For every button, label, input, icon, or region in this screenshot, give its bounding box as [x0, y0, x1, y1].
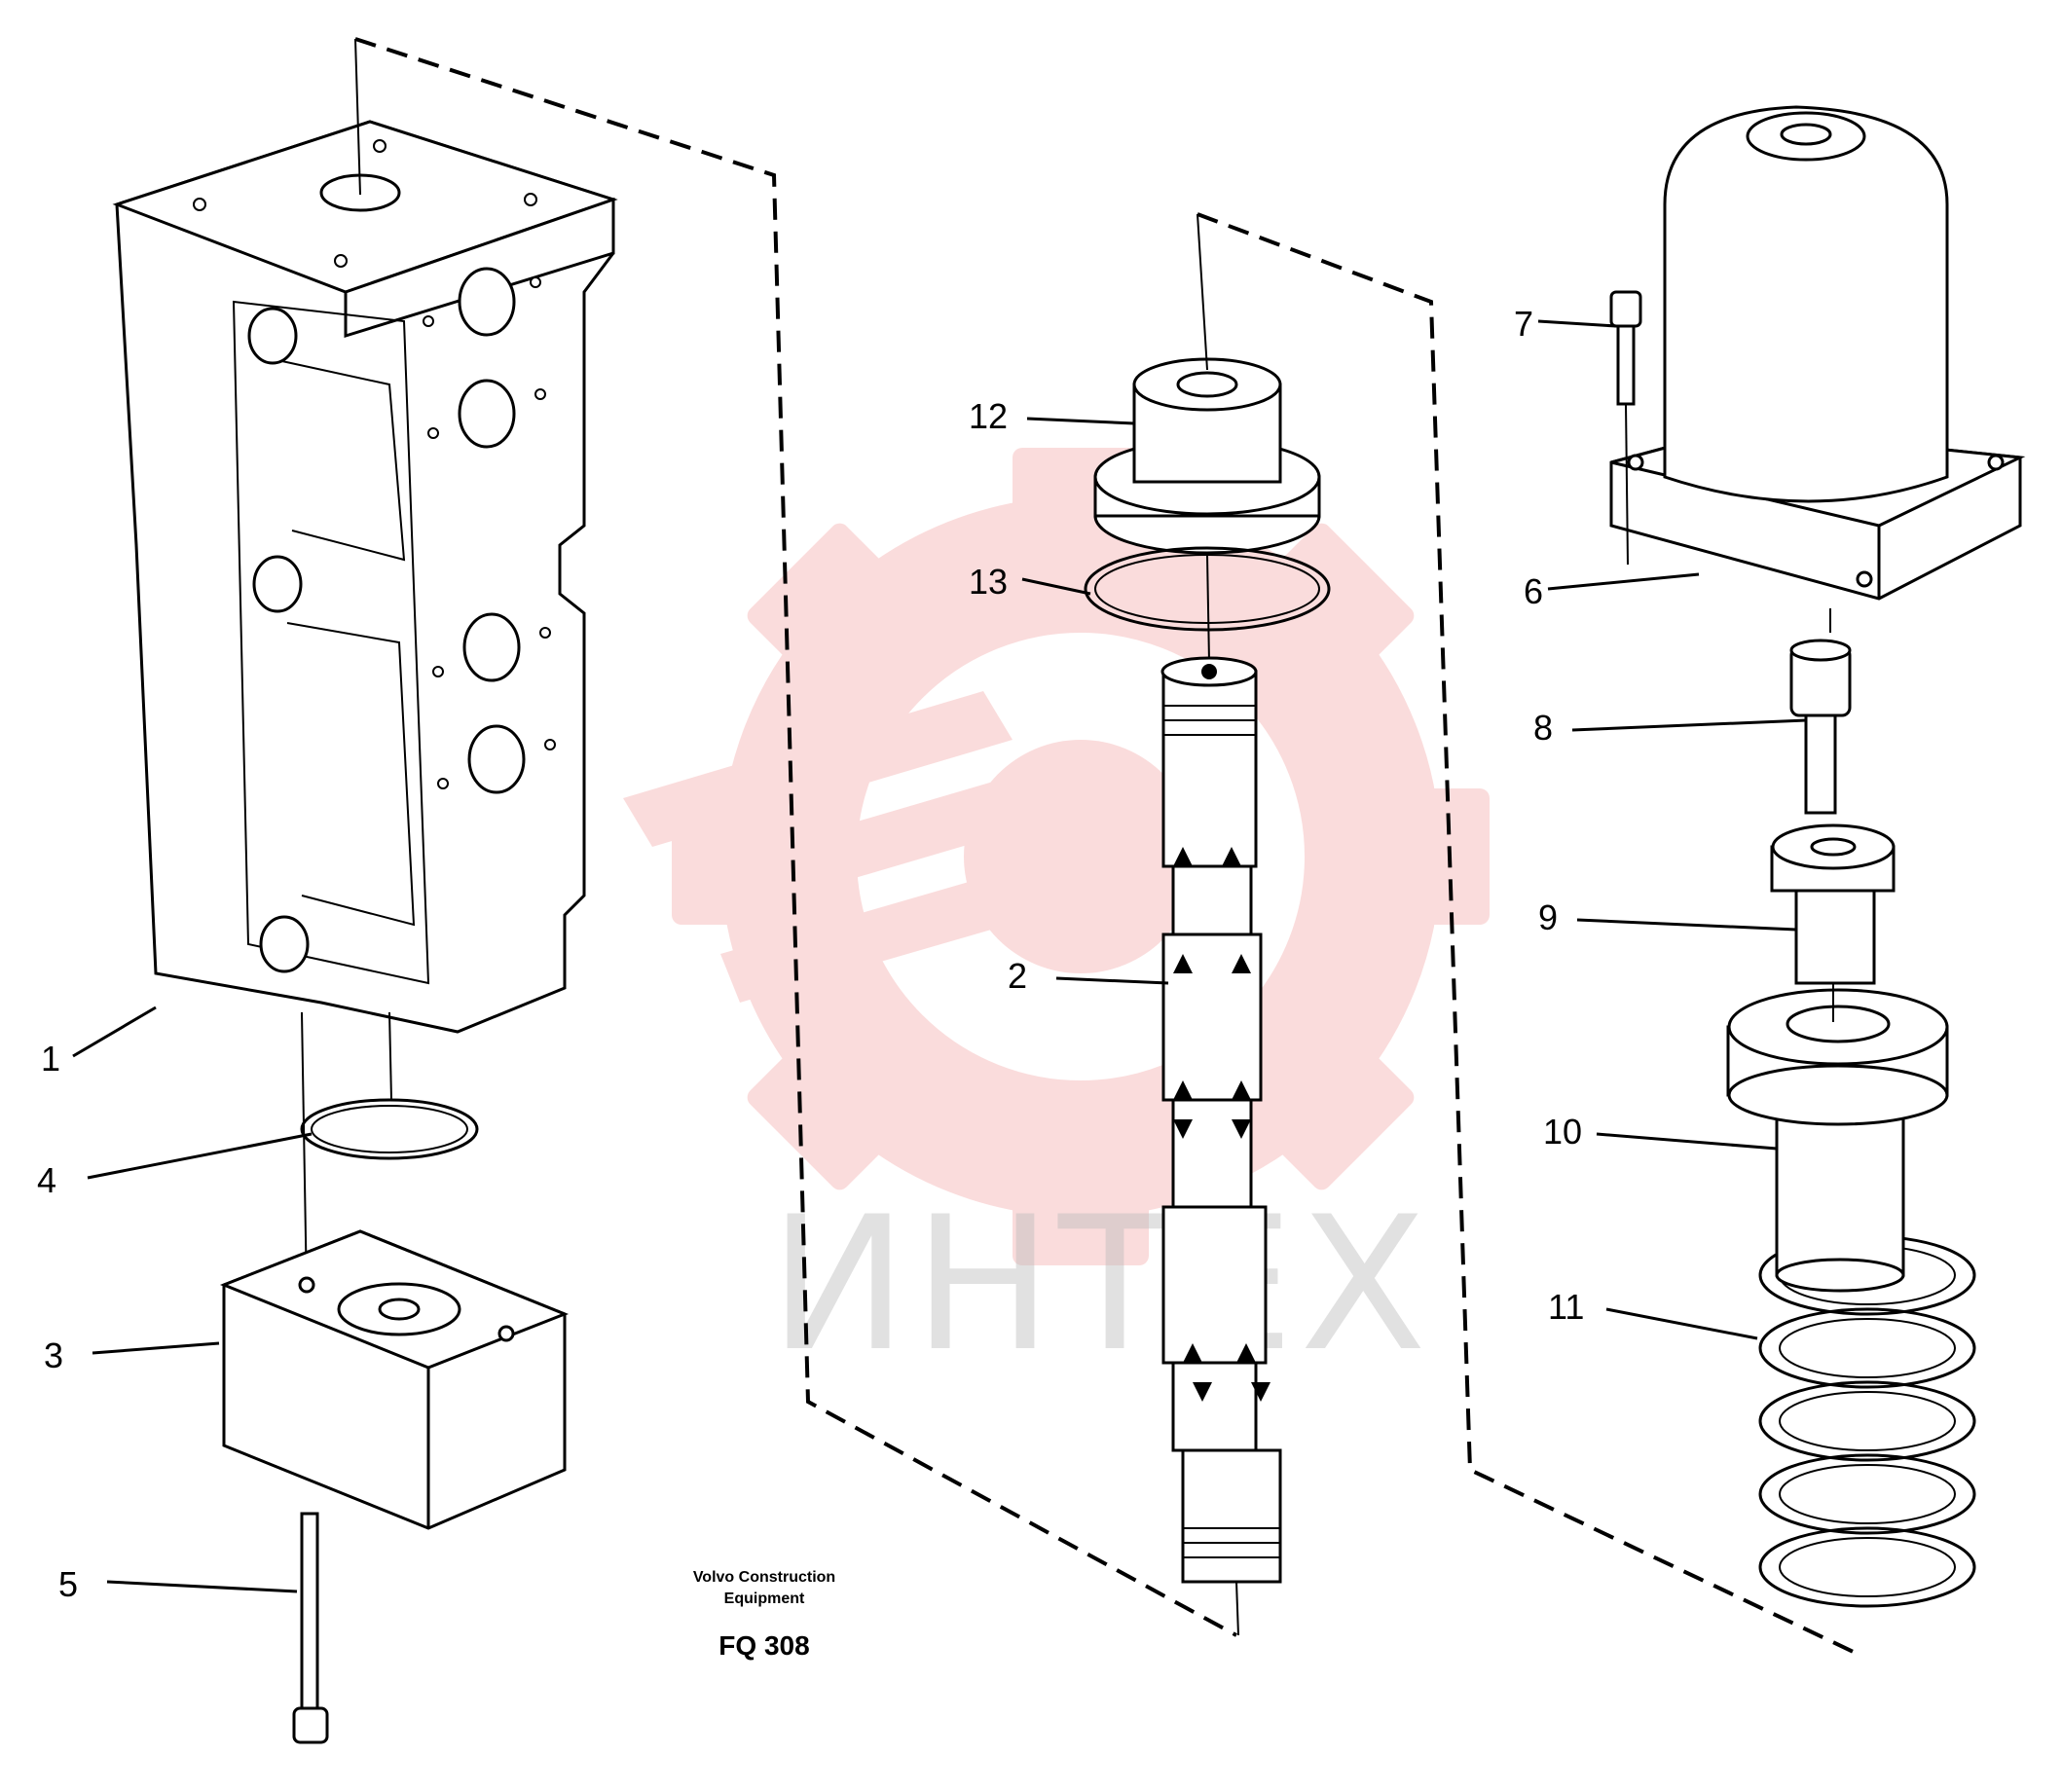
part-7-screw [1609, 290, 1642, 406]
part-12-sleeve [1093, 357, 1321, 555]
part-1-valve-housing [112, 120, 618, 1034]
label-part-12: 12 [969, 396, 1008, 436]
watermark-gear-logo [623, 448, 1490, 1265]
label-part-5: 5 [58, 1564, 78, 1604]
label-part-13: 13 [969, 562, 1008, 602]
dashed-envelope-right [1197, 212, 1860, 1657]
axis-line-screw [1625, 403, 1629, 566]
part-2-spool [1160, 656, 1282, 1584]
part-6-cap [1609, 105, 2026, 601]
axis-line-mid [388, 1011, 392, 1101]
axis-line-left [301, 1011, 308, 1296]
label-part-1: 1 [41, 1039, 60, 1079]
part-10-spring-seat [1726, 988, 1949, 1293]
part-8-bolt [1789, 639, 1852, 815]
label-part-4: 4 [37, 1160, 56, 1200]
axis-line-center-top [1197, 213, 1208, 371]
part-11-spring [1758, 1234, 1976, 1608]
part-5-bolt [292, 1512, 329, 1744]
caption-figure-code: FQ 308 [718, 1630, 809, 1661]
label-part-9: 9 [1538, 897, 1558, 937]
axis-line [354, 38, 361, 196]
label-part-2: 2 [1008, 956, 1027, 996]
label-part-3: 3 [44, 1335, 63, 1375]
label-part-11: 11 [1548, 1287, 1584, 1327]
leader-lines [72, 319, 1807, 1593]
axis-line-center-mid [1206, 554, 1210, 663]
axis-line-center-bottom [1235, 1581, 1239, 1636]
caption-maker-line1: Volvo Construction [693, 1569, 835, 1586]
watermark-text: ИНТЕХ [769, 1177, 1432, 1392]
label-part-8: 8 [1533, 708, 1553, 748]
part-4-o-ring [300, 1098, 479, 1160]
label-part-6: 6 [1524, 571, 1543, 611]
part-9-sleeve [1770, 823, 1896, 985]
part-3-block [219, 1229, 570, 1530]
label-part-7: 7 [1514, 304, 1533, 344]
caption-maker-line2: Equipment [724, 1591, 805, 1607]
label-part-10: 10 [1543, 1112, 1582, 1152]
